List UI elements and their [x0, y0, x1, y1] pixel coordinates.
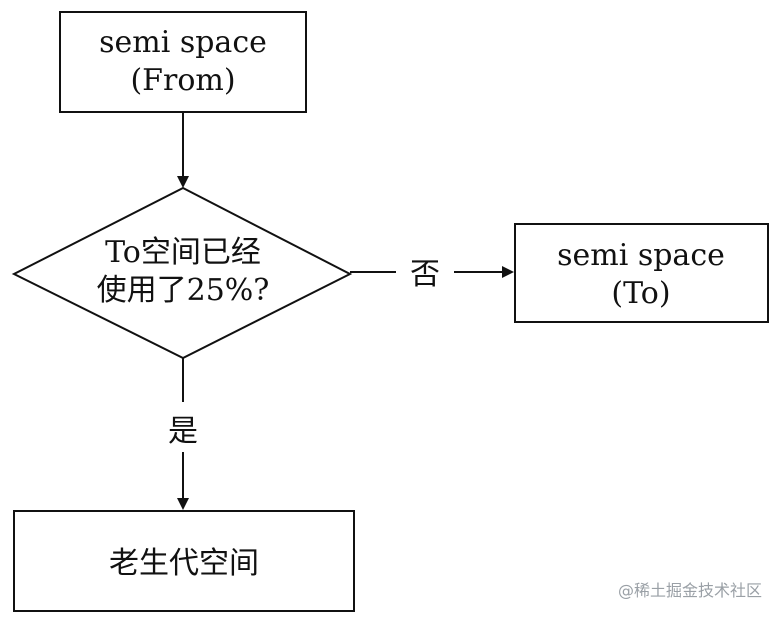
from-box-line2: (From)	[130, 63, 235, 98]
to-box-line1: semi space	[557, 238, 725, 273]
decision-line2: 使用了25%?	[97, 273, 270, 308]
old-generation-node: 老生代空间	[13, 510, 355, 612]
edge-no-label: 否	[410, 257, 440, 292]
from-box-line1: semi space	[99, 25, 267, 60]
old-gen-label: 老生代空间	[109, 546, 259, 581]
watermark-text: @稀土掘金技术社区	[618, 581, 762, 600]
semi-space-to-node: semi space (To)	[514, 223, 769, 323]
semi-space-from-node: semi space (From)	[59, 11, 307, 113]
decision-line1: To空间已经	[105, 235, 261, 270]
decision-node: To空间已经 使用了25%?	[11, 186, 353, 360]
to-box-line2: (To)	[611, 276, 670, 311]
edge-yes-label: 是	[168, 414, 198, 449]
